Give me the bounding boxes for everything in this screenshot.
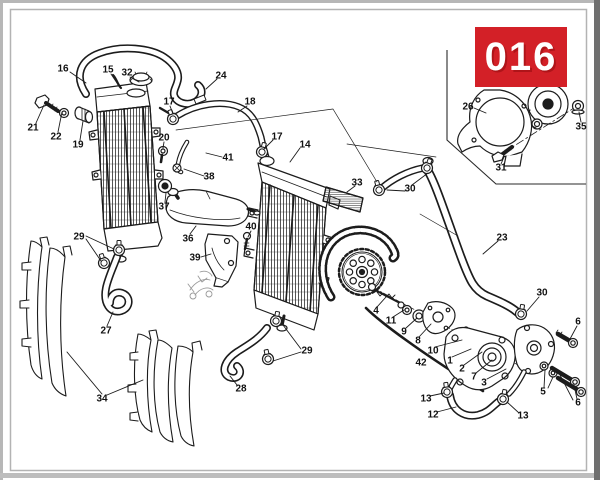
callout-13: 13 <box>420 393 432 405</box>
callout-31: 31 <box>495 162 507 174</box>
callout-35: 35 <box>575 121 587 133</box>
left-radiator <box>88 81 174 263</box>
callout-6: 6 <box>575 316 581 328</box>
overflow-tube <box>111 73 123 90</box>
callout-12: 12 <box>427 409 439 421</box>
callout-18: 18 <box>244 96 256 108</box>
joining-hose-18 <box>163 100 271 161</box>
expansion-tank-36 <box>165 187 261 227</box>
callout-21: 21 <box>27 122 39 134</box>
radiator-cap <box>129 71 153 87</box>
frame-sketch <box>187 270 214 300</box>
callout-15: 15 <box>102 64 114 76</box>
callout-32: 32 <box>121 67 133 79</box>
callout-36: 36 <box>182 233 194 245</box>
sticker-33 <box>322 186 364 213</box>
edge-strip-right <box>594 0 600 480</box>
callout-10: 10 <box>427 345 439 357</box>
bolt-40 <box>242 231 252 251</box>
edge-strip-top <box>0 0 600 3</box>
chain-and-sprocket <box>318 225 400 302</box>
inset-pump-cover <box>457 83 585 167</box>
callout-38: 38 <box>203 171 215 183</box>
callout-4: 4 <box>373 305 379 317</box>
hose-27 <box>95 239 133 316</box>
callout-29: 29 <box>73 231 85 243</box>
callout-7: 7 <box>471 371 477 383</box>
nut-35 <box>571 99 585 115</box>
callout-30: 30 <box>404 183 416 195</box>
hose-23 <box>370 156 529 321</box>
callout-6: 6 <box>575 397 581 409</box>
leader-lines <box>35 71 582 414</box>
callout-1: 1 <box>447 355 453 367</box>
callout-20: 20 <box>158 132 170 144</box>
radiator-guards <box>19 236 203 447</box>
hose-12 <box>439 381 511 420</box>
callout-17: 17 <box>271 131 283 143</box>
callout-39: 39 <box>189 252 201 264</box>
callout-3: 3 <box>481 377 487 389</box>
callout-13: 13 <box>517 410 529 422</box>
callout-8: 8 <box>415 335 421 347</box>
hose-28 <box>220 310 284 382</box>
callout-40: 40 <box>245 221 257 233</box>
edge-strip-bottom <box>0 473 600 478</box>
callout-30: 30 <box>536 287 548 299</box>
callout-29: 29 <box>301 345 313 357</box>
bolt-31 <box>491 145 514 163</box>
callout-11: 11 <box>385 315 397 327</box>
mount-fasteners <box>34 94 169 164</box>
callout-14: 14 <box>299 139 311 151</box>
callout-16: 16 <box>57 63 69 75</box>
callout-5: 5 <box>540 386 546 398</box>
callout-26: 26 <box>462 101 474 113</box>
top-hose-16 <box>75 44 207 108</box>
callout-37: 37 <box>158 201 170 213</box>
callout-22: 22 <box>50 131 62 143</box>
callout-28: 28 <box>235 383 247 395</box>
callout-2: 2 <box>459 363 465 375</box>
callout-27: 27 <box>100 325 112 337</box>
callout-9: 9 <box>401 326 407 338</box>
grommet-37 <box>157 178 173 194</box>
hose-clip-24 <box>193 94 207 105</box>
page-code-badge: 016 <box>475 27 567 87</box>
inset-border <box>446 50 586 185</box>
callout-42: 42 <box>415 357 427 369</box>
callout-24: 24 <box>215 70 227 82</box>
edge-strip-left <box>0 0 3 480</box>
pipe-41 <box>172 139 190 175</box>
page-code: 016 <box>484 34 558 79</box>
callout-23: 23 <box>496 232 508 244</box>
callout-19: 19 <box>72 139 84 151</box>
page-frame <box>9 8 588 472</box>
callout-17: 17 <box>163 96 175 108</box>
callout-33: 33 <box>351 177 363 189</box>
callout-34: 34 <box>96 393 108 405</box>
water-pump-body <box>443 324 556 399</box>
bracket-39 <box>204 233 239 288</box>
callout-41: 41 <box>222 152 234 164</box>
damper-19 <box>74 106 94 124</box>
